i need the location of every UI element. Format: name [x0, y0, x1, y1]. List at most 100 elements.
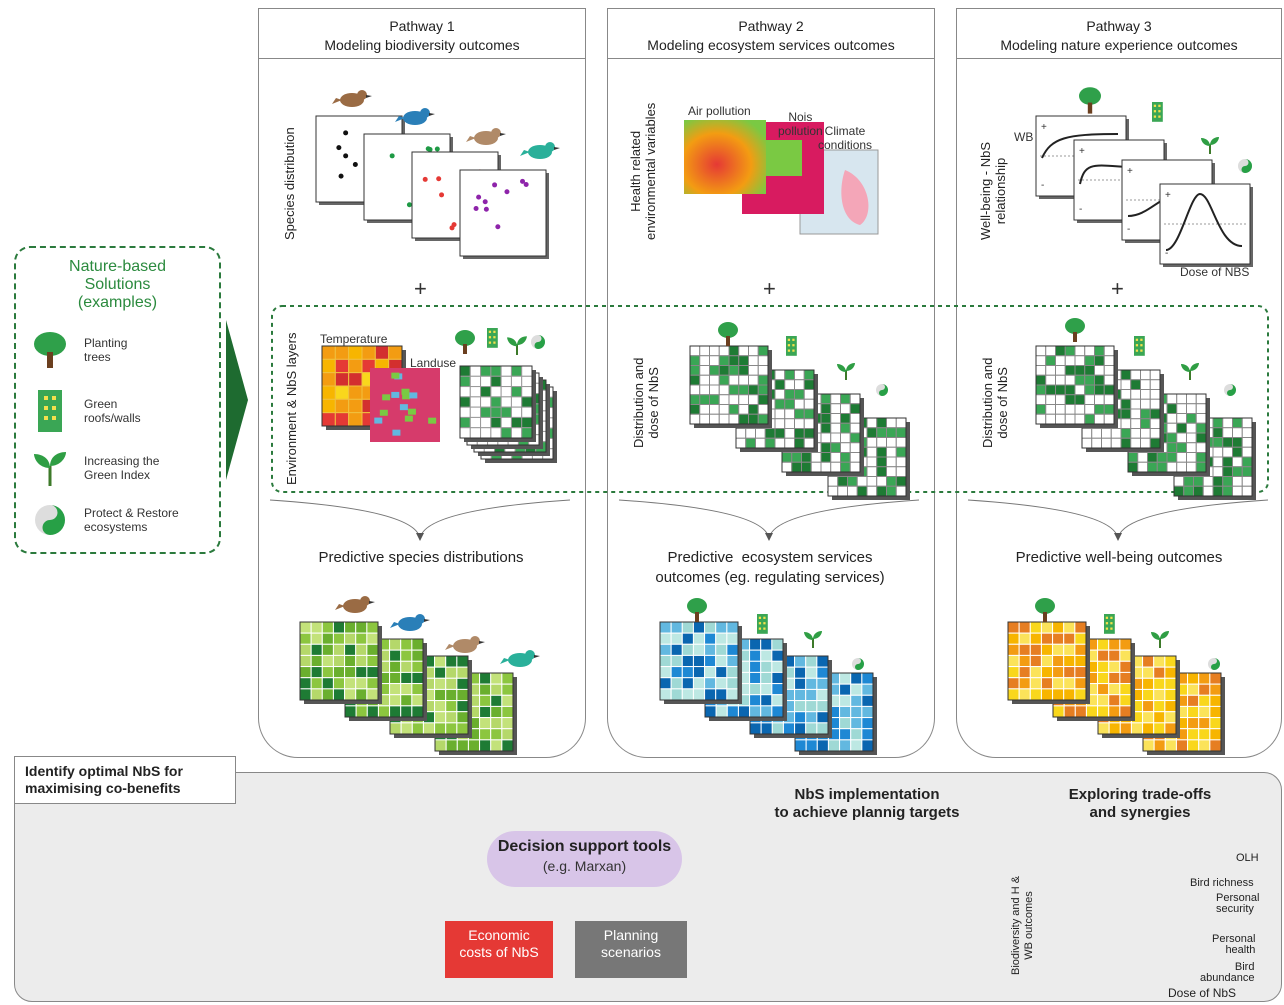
green-building-icon: [786, 336, 797, 356]
pathway-3-subtitle: Modeling nature experience outcomes: [1000, 37, 1238, 53]
species-point: [439, 192, 445, 198]
tree-icon: [718, 322, 738, 346]
bottom-title: Identify optimal NbS for maximising co-b…: [14, 756, 236, 804]
plus-sign-2: +: [763, 276, 776, 301]
nbs-item-green-roofs: Green roofs/walls: [30, 388, 141, 434]
air-pollution-label: Air pollution: [688, 104, 751, 118]
pathway-2-header: Pathway 2 Modeling ecosystem services ou…: [608, 9, 934, 59]
species-point: [523, 182, 529, 188]
dst-title: Decision support tools: [497, 838, 672, 855]
landuse-patch: [391, 372, 400, 379]
decision-support-tools-box: Decision support tools (e.g. Marxan): [487, 831, 682, 887]
arrow-head: [1114, 533, 1122, 541]
plus-mark: +: [1127, 166, 1133, 177]
nbs-item-protect-restore: Protect & Restore ecosystems: [30, 500, 179, 540]
tree-icon: [1079, 87, 1101, 114]
tree-icon: [687, 598, 707, 622]
wb-nbs-relationship-label: Well-being - NbS relationship: [978, 142, 1008, 240]
species-point: [495, 224, 501, 230]
nbs-title-text: Nature-based Solutions (examples): [69, 258, 166, 311]
bottom-title-text: Identify optimal NbS for maximising co-b…: [25, 763, 183, 796]
health-env-variables-label: Health related environmental variables: [628, 103, 658, 240]
predict-label-3: Predictive well-being outcomes: [1015, 549, 1223, 566]
landuse-patch: [374, 417, 383, 424]
nbs-item-label: Planting trees: [84, 336, 128, 364]
climate-map-patch: [841, 170, 869, 225]
species-point: [422, 176, 428, 182]
landuse-patch: [402, 393, 411, 400]
nbs-implementation-text: NbS implementation to achieve plannig ta…: [774, 786, 960, 821]
kingfisher-icon: [395, 108, 435, 125]
ecosystem-icon: [852, 658, 864, 670]
landuse-patch: [407, 408, 416, 415]
predict-grid-stack-3: [1007, 621, 1090, 704]
hummingbird-icon: [520, 142, 560, 159]
health-env-variables-text: Health related environmental variables: [628, 102, 658, 240]
pathway-1-subtitle: Modeling biodiversity outcomes: [324, 37, 520, 53]
wb-curve: [1165, 192, 1243, 251]
species-distribution-label: Species distribution: [282, 127, 297, 240]
green-building-icon: [487, 328, 498, 348]
nbs-examples-box: Nature-based Solutions (examples) Planti…: [14, 246, 221, 554]
landuse-patch: [399, 404, 408, 411]
green-building-icon: [1134, 336, 1145, 356]
nbs-title: Nature-based Solutions (examples): [16, 258, 219, 312]
predict-label-2: Predictive ecosystem services outcomes (…: [617, 548, 923, 588]
planning-scenarios-text: Planning scenarios: [601, 927, 661, 960]
tree-icon: [455, 330, 475, 354]
species-point: [449, 225, 455, 231]
ecosystem-icon: [35, 505, 65, 535]
climate-conditions-label: Climate conditions: [818, 124, 872, 152]
ecosystem-icon: [876, 384, 888, 396]
jay-icon: [445, 636, 485, 653]
green-building-icon: [1104, 614, 1115, 634]
sprout-icon: [1151, 631, 1169, 648]
species-point: [343, 130, 349, 136]
temperature-label: Temperature: [320, 332, 388, 346]
distribution-dose-text-3: Distribution and dose of NbS: [980, 357, 1010, 448]
economic-costs-box: Economic costs of NbS: [445, 921, 553, 978]
nbs-grid-stack-3: [1035, 345, 1118, 428]
nbs-item-label: Protect & Restore ecosystems: [84, 506, 179, 534]
climate-conditions-text: Climate conditions: [818, 124, 873, 152]
ecosystem-icon: [1208, 658, 1220, 670]
pathway-2-subtitle: Modeling ecosystem services outcomes: [647, 37, 895, 53]
noise-pollution-label: Nois pollution: [778, 110, 823, 138]
tradeoff-ylabel-text: Biodiversity and H & WB outcomes: [1010, 875, 1035, 975]
tree-icon: [1065, 318, 1085, 342]
nbs-grid-stack-1: [459, 365, 536, 442]
wb-axis-label: WB: [1014, 130, 1034, 144]
species-point: [336, 145, 342, 151]
ecosystem-icon: [1238, 159, 1252, 173]
species-point: [476, 194, 482, 200]
jay-icon: [466, 128, 506, 145]
kingfisher-icon: [390, 614, 430, 631]
series-label-personal-health: Personal health: [1212, 934, 1255, 956]
arrow-head: [765, 533, 773, 541]
economic-costs-text: Economic costs of NbS: [459, 927, 539, 960]
nbs-item-label: Increasing the Green Index: [84, 454, 160, 482]
tree-icon: [34, 332, 66, 368]
hummingbird-icon: [500, 650, 540, 667]
tradeoff-ylabel: Biodiversity and H & WB outcomes: [1010, 876, 1036, 975]
tradeoffs-text: Exploring trade-offs and synergies: [1068, 786, 1212, 821]
species-point: [482, 199, 488, 205]
minus-mark: -: [1079, 204, 1082, 215]
minus-mark: -: [1041, 180, 1044, 191]
env-nbs-layers-label: Environment & NbS layers: [284, 332, 299, 485]
species-card: [459, 169, 547, 257]
species-point: [389, 153, 395, 159]
nbs-item-label: Green roofs/walls: [84, 397, 141, 425]
green-building-icon: [1152, 102, 1163, 122]
plus-mark: +: [1165, 190, 1171, 201]
nbs-arrow: [226, 320, 248, 480]
species-point: [338, 173, 344, 179]
nbs-band: [271, 305, 1269, 493]
air-pollution-map: [684, 120, 766, 194]
distribution-dose-label-3: Distribution and dose of NbS: [980, 358, 1010, 448]
sparrow-icon: [335, 596, 375, 613]
ecosystem-icon: [531, 335, 545, 349]
landuse-patch: [401, 388, 410, 395]
species-point: [504, 189, 510, 195]
species-point: [492, 182, 498, 188]
